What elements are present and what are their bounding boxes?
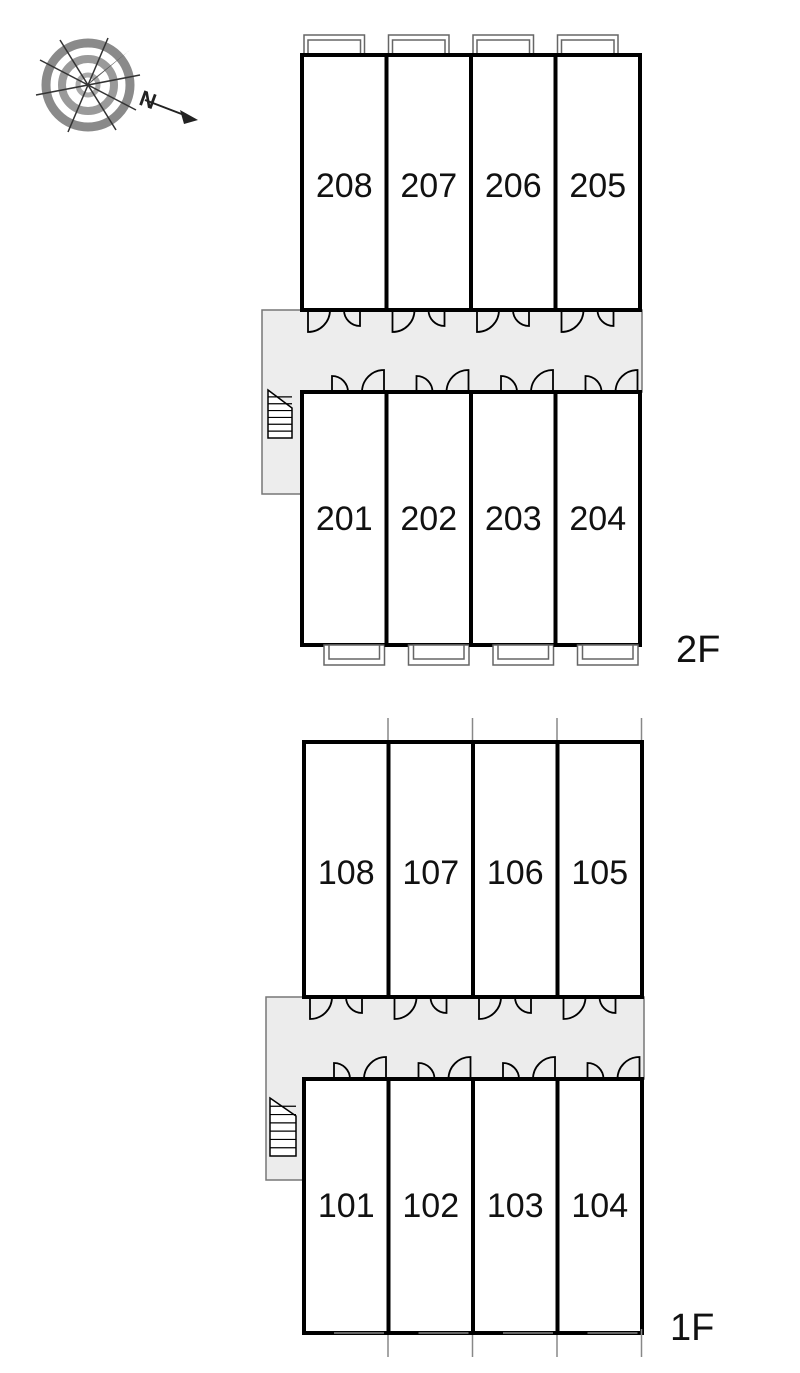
door-icon	[514, 996, 532, 1014]
door-icon	[309, 996, 333, 1020]
room-wall	[555, 740, 644, 999]
door-icon	[598, 996, 617, 1014]
door-icon	[614, 369, 639, 393]
door-icon	[616, 1056, 641, 1080]
room-102: 102	[386, 1056, 475, 1357]
compass-north-label: N	[136, 85, 159, 114]
room-105: 105	[555, 718, 644, 1020]
floor-label: 2F	[676, 629, 720, 671]
room-208: 208	[300, 34, 389, 333]
balcony-inner	[412, 644, 465, 660]
balcony-inner	[560, 39, 615, 56]
room-wall	[469, 53, 558, 312]
room-202: 202	[384, 369, 473, 666]
room-101: 101	[302, 1056, 391, 1357]
door-icon	[584, 375, 603, 393]
room-number: 102	[402, 1187, 459, 1225]
balcony-inner	[328, 644, 381, 660]
door-icon	[476, 309, 500, 333]
door-icon	[560, 309, 585, 333]
room-106: 106	[471, 718, 560, 1020]
balcony-inner	[476, 39, 531, 56]
room-206: 206	[469, 34, 558, 333]
room-107: 107	[386, 718, 475, 1020]
room-number: 107	[402, 854, 459, 892]
room-number: 105	[571, 854, 628, 892]
door-icon	[363, 1056, 387, 1080]
room-number: 204	[569, 500, 626, 538]
door-icon	[500, 375, 518, 393]
door-icon	[345, 996, 363, 1014]
room-number: 203	[485, 500, 542, 538]
room-108: 108	[302, 718, 391, 1020]
room-103: 103	[471, 1056, 560, 1357]
room-number: 101	[318, 1187, 375, 1225]
compass-rose-icon: N	[35, 37, 198, 133]
room-number: 201	[316, 500, 373, 538]
staircase-icon	[269, 1096, 297, 1157]
room-number: 103	[487, 1187, 544, 1225]
door-icon	[391, 309, 416, 333]
door-icon	[333, 1062, 351, 1080]
room-wall	[553, 53, 642, 312]
room-number: 205	[569, 167, 626, 205]
room-203: 203	[469, 369, 558, 666]
door-icon	[512, 309, 530, 327]
stair-outline	[269, 1096, 297, 1157]
room-number: 207	[400, 167, 457, 205]
balcony-inner	[497, 644, 550, 660]
room-number: 202	[400, 500, 457, 538]
staircase-icon	[267, 388, 293, 439]
door-icon	[478, 996, 502, 1020]
door-icon	[596, 309, 615, 327]
door-icon	[445, 369, 470, 393]
room-201: 201	[300, 369, 389, 666]
door-icon	[502, 1062, 520, 1080]
door-icon	[429, 996, 448, 1014]
room-wall	[386, 1077, 475, 1335]
room-204: 204	[553, 369, 642, 666]
room-207: 207	[384, 34, 473, 333]
floor-label: 1F	[670, 1307, 714, 1349]
room-wall	[555, 1077, 644, 1335]
room-205: 205	[553, 34, 642, 333]
door-icon	[307, 309, 331, 333]
door-icon	[393, 996, 418, 1020]
room-wall	[386, 740, 475, 999]
door-icon	[361, 369, 385, 393]
balcony-inner	[391, 39, 446, 56]
room-104: 104	[555, 1056, 644, 1357]
door-icon	[562, 996, 587, 1020]
room-wall	[384, 53, 473, 312]
room-number: 106	[487, 854, 544, 892]
door-icon	[331, 375, 349, 393]
door-icon	[415, 375, 434, 393]
door-icon	[530, 369, 554, 393]
door-icon	[586, 1062, 605, 1080]
door-icon	[417, 1062, 436, 1080]
door-icon	[427, 309, 446, 327]
floor-1f: 108 107 106 105 101 102 103 104 1F	[265, 718, 714, 1357]
floor-2f: 208 207 206 205 201 202 203 204 2F	[261, 34, 720, 671]
room-number: 108	[318, 854, 375, 892]
room-wall	[471, 740, 560, 999]
door-icon	[532, 1056, 556, 1080]
door-icon	[447, 1056, 472, 1080]
room-wall	[469, 390, 558, 647]
room-number: 206	[485, 167, 542, 205]
balcony-inner	[307, 39, 362, 56]
room-number: 104	[571, 1187, 628, 1225]
balcony-inner	[581, 644, 634, 660]
door-icon	[343, 309, 361, 327]
stair-outline	[267, 388, 293, 439]
room-number: 208	[316, 167, 373, 205]
